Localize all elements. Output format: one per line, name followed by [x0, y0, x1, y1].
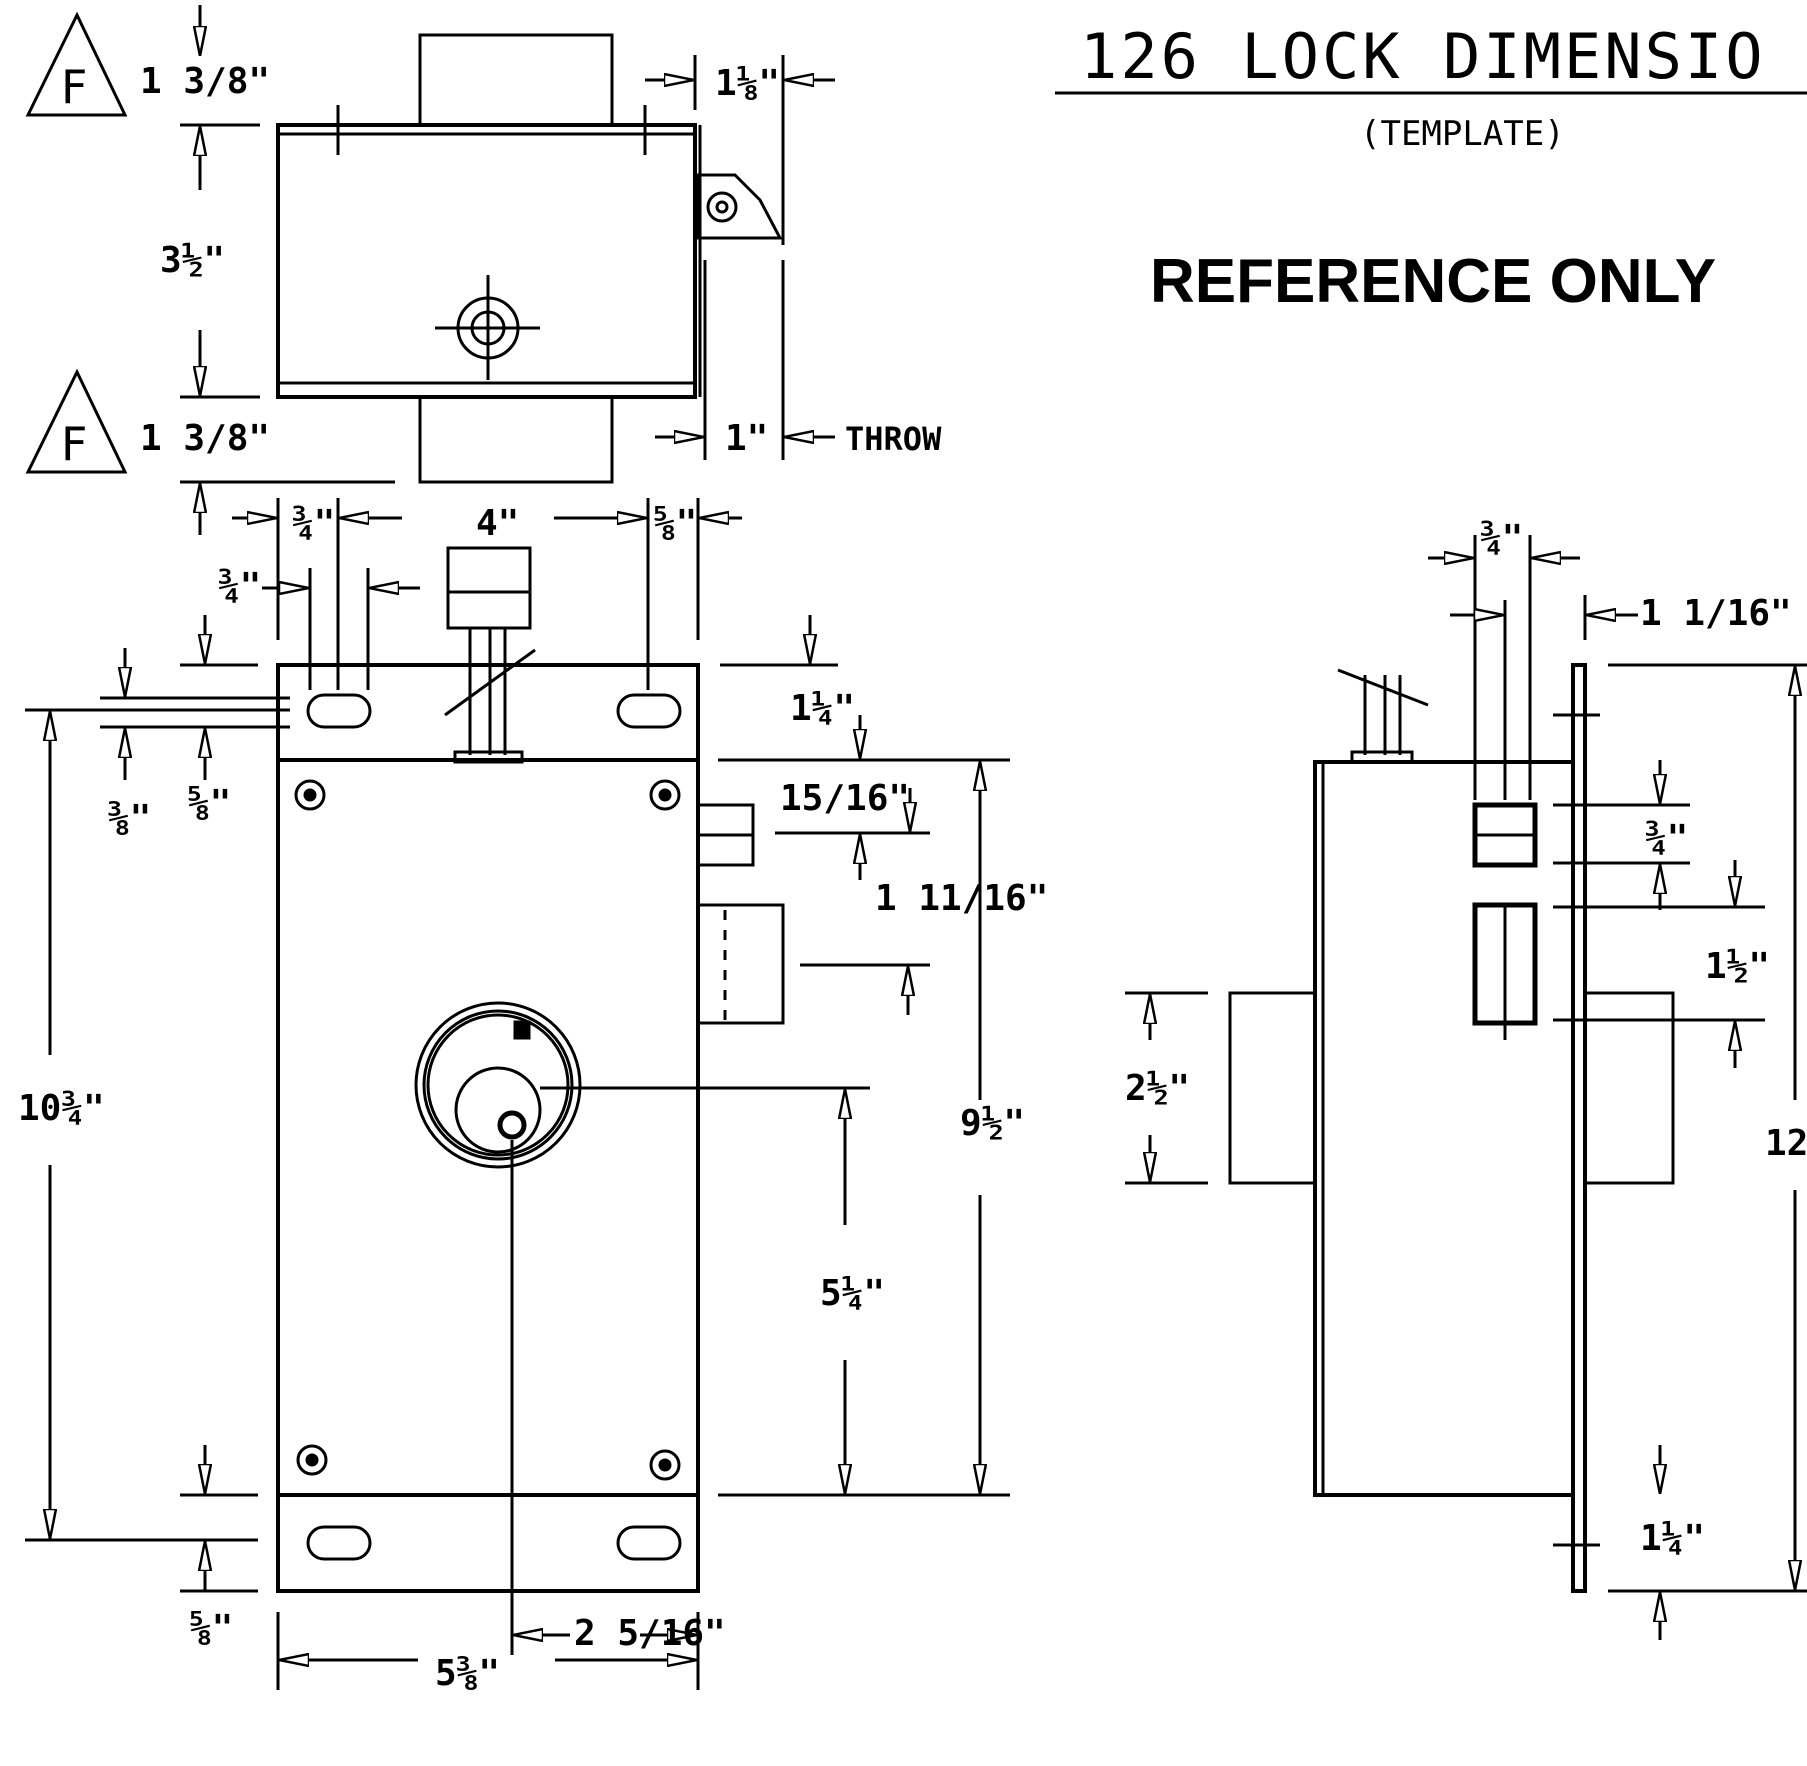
reference-only-label: REFERENCE ONLY: [1150, 247, 1716, 316]
dim-latch-height: ¾": [1645, 818, 1688, 859]
dim-bottom-tab: 1 3/8": [140, 418, 270, 459]
dim-throw: 1": [725, 418, 768, 459]
mounting-screw: [649, 779, 681, 811]
dim-side-top: ¾": [1480, 518, 1523, 559]
top-bolt-tab: [418, 33, 614, 127]
dim-latch-projection: 1⅛": [715, 63, 780, 104]
front-view-labels: ¾" ¾" 4" ⅝" ⅜" ⅝" 1¼" 15/16" 1 11/16" 10…: [18, 503, 1048, 1694]
title-block: 126 LOCK DIMENSIO (TEMPLATE) REFERENCE O…: [1080, 20, 1766, 316]
drawing-title: 126 LOCK DIMENSIO: [1080, 20, 1766, 93]
mounting-slot: [616, 693, 682, 729]
dim-case-height-front: 9½": [960, 1103, 1025, 1144]
mounting-slot: [306, 693, 372, 729]
dim-slot-offset-side: ¾": [218, 566, 261, 607]
dim-latch-to-bolt: 1 11/16": [875, 878, 1048, 919]
dim-case-height: 3½": [160, 240, 225, 281]
mounting-screw: [296, 1444, 328, 1476]
drawing-subtitle: (TEMPLATE): [1360, 114, 1565, 154]
keyway-icon: [497, 1110, 527, 1140]
dim-backset: 2 5/16": [574, 1613, 726, 1654]
dim-cylinder-diameter: 2½": [1125, 1068, 1190, 1109]
mounting-slot: [616, 1525, 682, 1561]
fire-rating-triangle-top: [25, 11, 128, 117]
mounting-screw: [294, 779, 326, 811]
mounting-slot: [306, 1525, 372, 1561]
fire-rating-letter-bottom: F: [61, 417, 87, 471]
throw-label: THROW: [845, 420, 942, 458]
lock-cylinder: [414, 1001, 582, 1169]
dim-slot-height: ⅜": [108, 798, 151, 839]
dim-faceplate-offset: 1 1/16": [1640, 593, 1792, 634]
side-view-case: [1313, 760, 1575, 1497]
top-view-case: [276, 123, 697, 399]
mounting-screw: [649, 1449, 681, 1481]
cylinder-outer: [1228, 991, 1317, 1185]
top-view: [25, 5, 835, 535]
dim-slot-offset-top: ¾": [292, 503, 335, 544]
dim-cylinder-height: 5¼": [820, 1273, 885, 1314]
dim-slot-spacing: 4": [476, 503, 519, 544]
cylinder-inner: [1583, 991, 1675, 1185]
fire-rating-triangle-bottom: [25, 368, 128, 474]
fire-rating-letter-top: F: [61, 60, 87, 114]
dim-slot-edge: ⅝": [654, 503, 697, 544]
front-view: [25, 498, 1010, 1690]
dim-faceplate-width: 5⅜": [435, 1653, 500, 1694]
dim-bottom-slot: ⅝": [190, 1608, 233, 1649]
thumb-turn-lever: [446, 546, 532, 630]
side-view-labels: ¾" 1 1/16" ¾" 1½" 2½" 12 1¼": [1125, 518, 1807, 1559]
dim-overall-height: 10¾": [18, 1088, 105, 1129]
dim-overall-faceplate: 12: [1765, 1123, 1807, 1164]
dim-top-tab: 1 3/8": [140, 61, 270, 102]
front-faceplate: [276, 663, 700, 1593]
bottom-bolt-tab: [418, 395, 614, 484]
dim-latch-top: 15/16": [780, 778, 910, 819]
side-view: [1125, 535, 1807, 1640]
dim-faceplate-top: 1¼": [790, 688, 855, 729]
dim-bolt-height: 1½": [1705, 946, 1770, 987]
dead-bolt: [696, 903, 785, 1025]
latch-roller: [695, 173, 783, 240]
top-view-labels: F F 1 3/8" 1 3/8" 3½" 1⅛" 1" THROW: [61, 60, 942, 471]
dim-slot-top: ⅝": [188, 783, 231, 824]
dim-side-bottom: 1¼": [1640, 1518, 1705, 1559]
